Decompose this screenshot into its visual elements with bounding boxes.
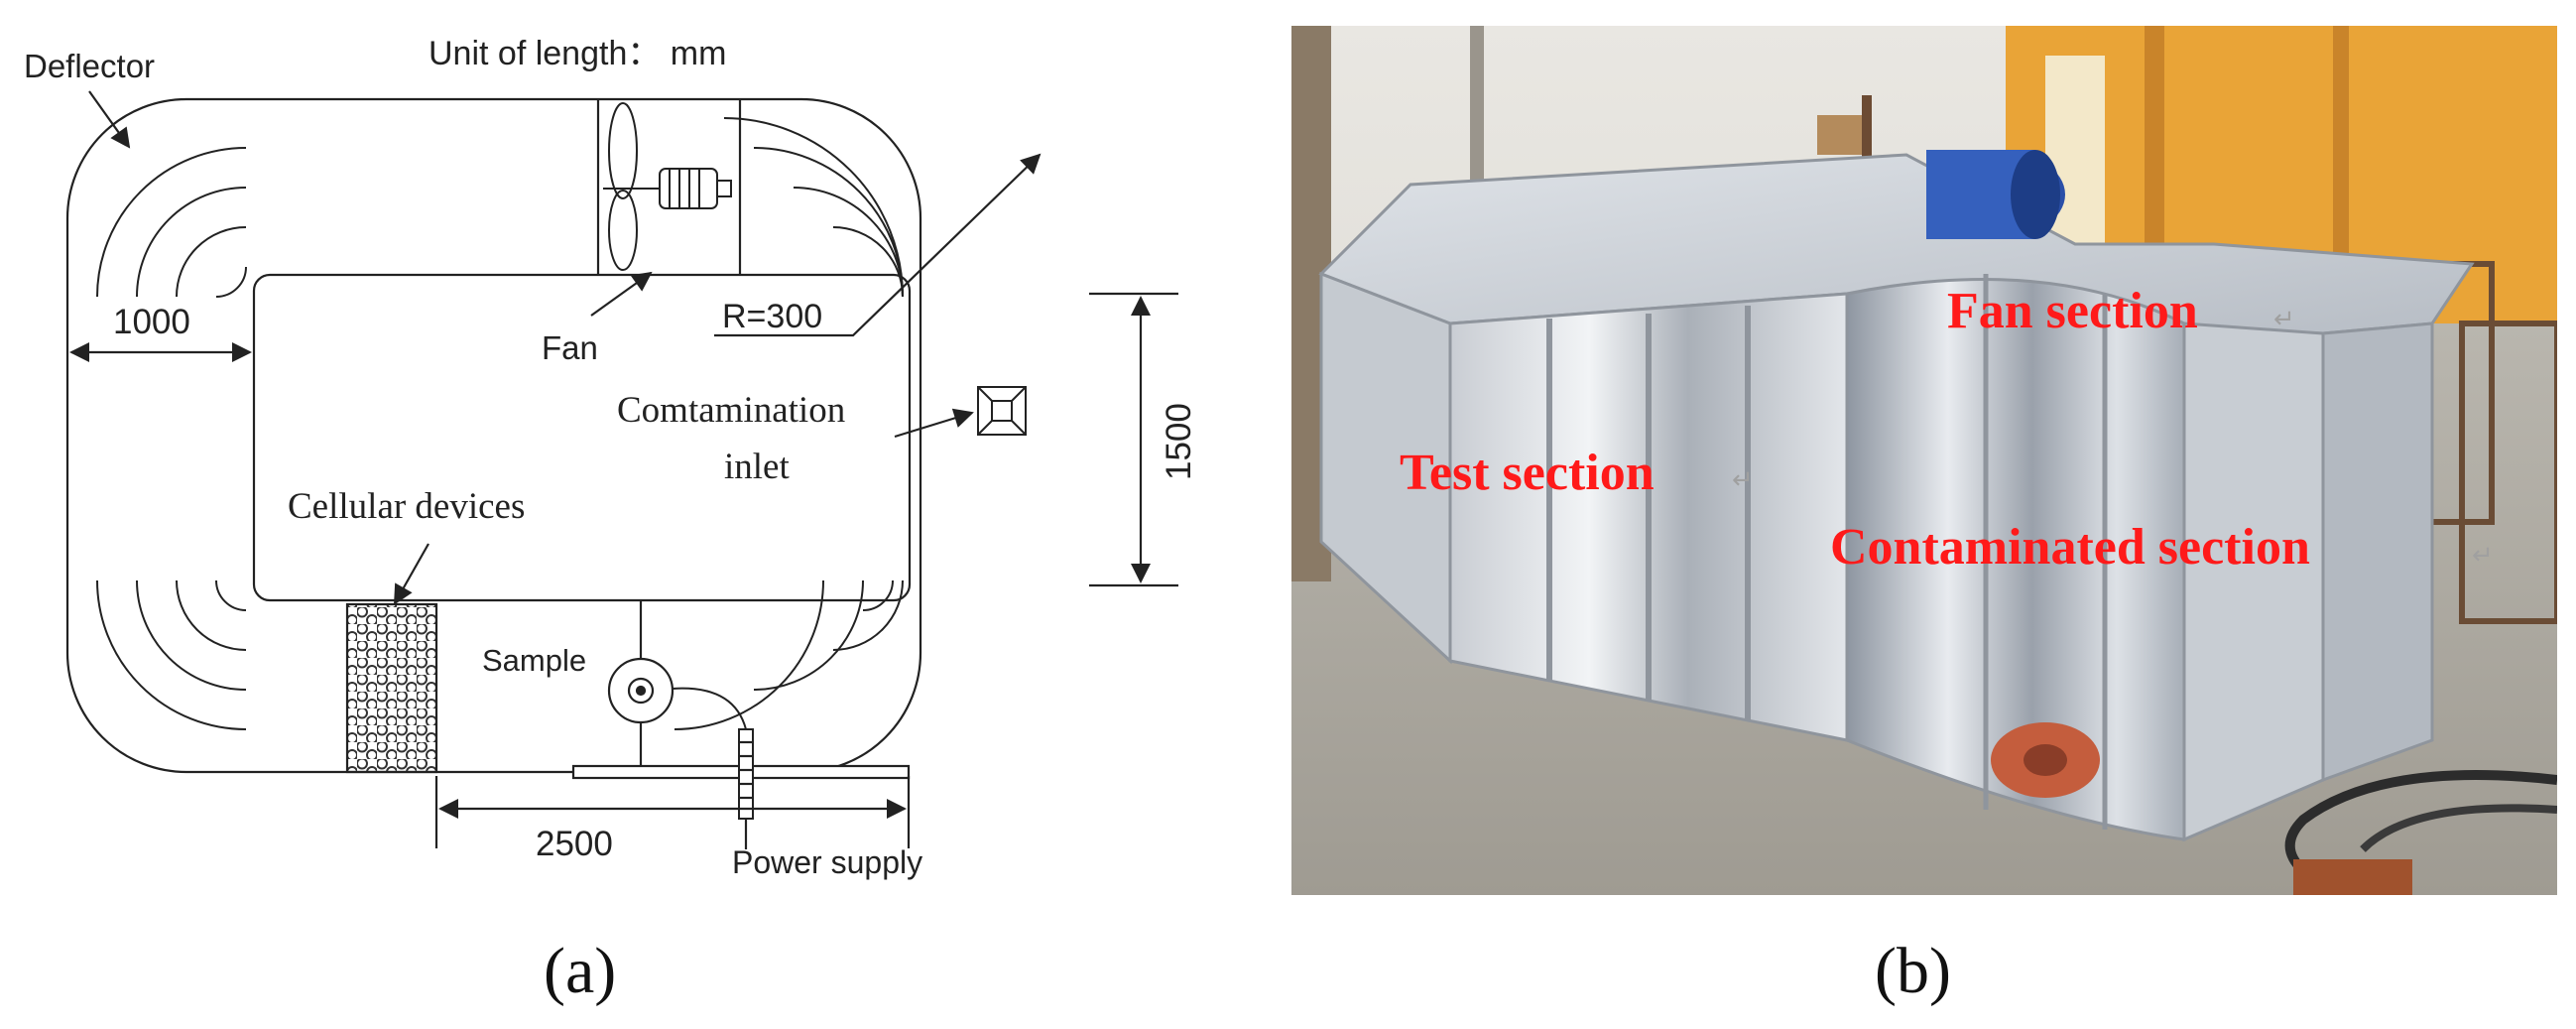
- duct-photo: [1291, 26, 2557, 895]
- fan-leader: [590, 271, 653, 317]
- contaminated-section-label: Contaminated section: [1830, 519, 2310, 576]
- power-supply-strip: [738, 728, 754, 849]
- fan-label: Fan: [542, 329, 598, 366]
- fan-icon: [603, 102, 732, 271]
- fan-section-return-mark: ↵: [2273, 305, 2295, 334]
- duct-inner-wall: [252, 273, 912, 602]
- dimension-2500: [434, 776, 911, 848]
- schematic-labels: Unit of length： mm Deflector Fan R=300 C…: [24, 35, 1198, 1007]
- contamination-label-line2: inlet: [724, 447, 790, 487]
- radius-label: R=300: [722, 298, 822, 335]
- dim-1000-label: 1000: [113, 303, 190, 341]
- deflector-label: Deflector: [24, 48, 155, 84]
- fan-section-label: Fan section: [1947, 283, 2198, 339]
- caption-b: (b): [1875, 935, 1951, 1007]
- photo-panel: Fan section ↵ Test section ↵ Contaminate…: [1291, 26, 2557, 1007]
- deflector-vanes-top-left: [96, 147, 247, 298]
- dimension-1500: [1089, 292, 1178, 587]
- cellular-device: [345, 602, 438, 774]
- contamination-leader: [894, 408, 974, 439]
- sample-icon: [607, 600, 747, 766]
- schematic-panel: [65, 90, 1178, 849]
- dim-1500-label: 1500: [1160, 403, 1198, 480]
- contamination-inlet-icon: [977, 386, 1027, 436]
- dim-2500-label: 2500: [536, 825, 613, 863]
- caption-a: (a): [544, 935, 616, 1007]
- test-section-return-mark: ↵: [1732, 465, 1754, 495]
- power-supply-label: Power supply: [732, 844, 922, 880]
- radius-leader: [714, 153, 1042, 337]
- cellular-leader: [394, 543, 429, 605]
- deflector-vanes-top-right: [723, 117, 904, 298]
- cellular-label: Cellular devices: [288, 486, 525, 527]
- contamination-label-line1: Comtamination: [617, 390, 845, 431]
- deflector-vanes-bottom-right: [674, 579, 904, 730]
- test-section-label: Test section: [1400, 445, 1655, 501]
- deflector-vanes-bottom-left: [96, 579, 247, 730]
- deflector-leader: [88, 90, 131, 149]
- unit-label: Unit of length： mm: [429, 35, 726, 72]
- contaminated-section-return-mark: ↵: [2472, 541, 2494, 571]
- sample-label: Sample: [482, 643, 586, 678]
